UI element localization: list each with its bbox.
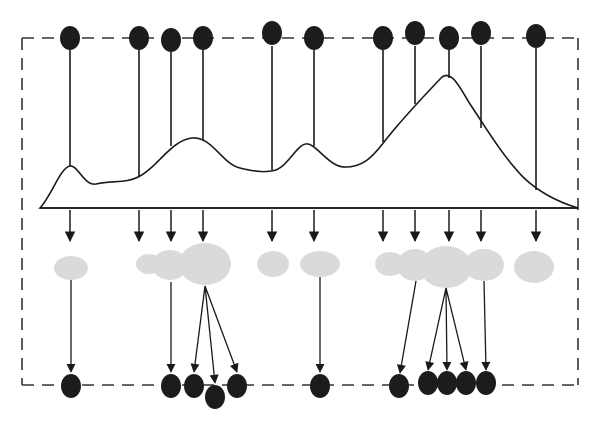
density-curve	[38, 74, 579, 209]
particle	[304, 26, 324, 50]
particle	[161, 374, 181, 398]
particle	[161, 28, 181, 52]
particle	[476, 371, 496, 395]
arrow	[442, 287, 452, 371]
dashed-frame	[21, 37, 579, 386]
particle	[310, 374, 330, 398]
particle	[418, 371, 438, 395]
particle	[61, 374, 81, 398]
arrow	[425, 287, 447, 371]
blob	[179, 243, 231, 285]
bottom-arrows	[66, 277, 491, 384]
blob	[464, 249, 504, 281]
blob	[300, 251, 340, 277]
particle	[526, 24, 546, 48]
arrow	[396, 280, 417, 374]
arrow	[481, 280, 491, 371]
blob	[54, 256, 88, 280]
particle	[437, 371, 457, 395]
top-drop-lines	[69, 46, 537, 190]
blob	[514, 251, 554, 283]
particle	[262, 21, 282, 45]
particle	[129, 26, 149, 50]
arrow	[445, 287, 469, 371]
particle	[184, 374, 204, 398]
particle	[405, 21, 425, 45]
middle-blobs	[54, 243, 554, 288]
blob	[420, 246, 472, 288]
particle	[471, 21, 491, 45]
particle	[389, 374, 409, 398]
particle	[227, 374, 247, 398]
particle	[373, 26, 393, 50]
arrow	[190, 285, 206, 373]
arrow	[204, 285, 219, 384]
blob	[375, 252, 405, 276]
down-arrows	[64, 210, 542, 243]
particle	[60, 26, 80, 50]
blob	[257, 251, 289, 277]
arrow	[204, 285, 239, 373]
particle	[193, 26, 213, 50]
particle	[205, 385, 225, 409]
particle	[439, 26, 459, 50]
blob	[152, 250, 188, 280]
bottom-particles	[61, 371, 496, 409]
top-particles	[60, 21, 546, 52]
particle	[456, 371, 476, 395]
